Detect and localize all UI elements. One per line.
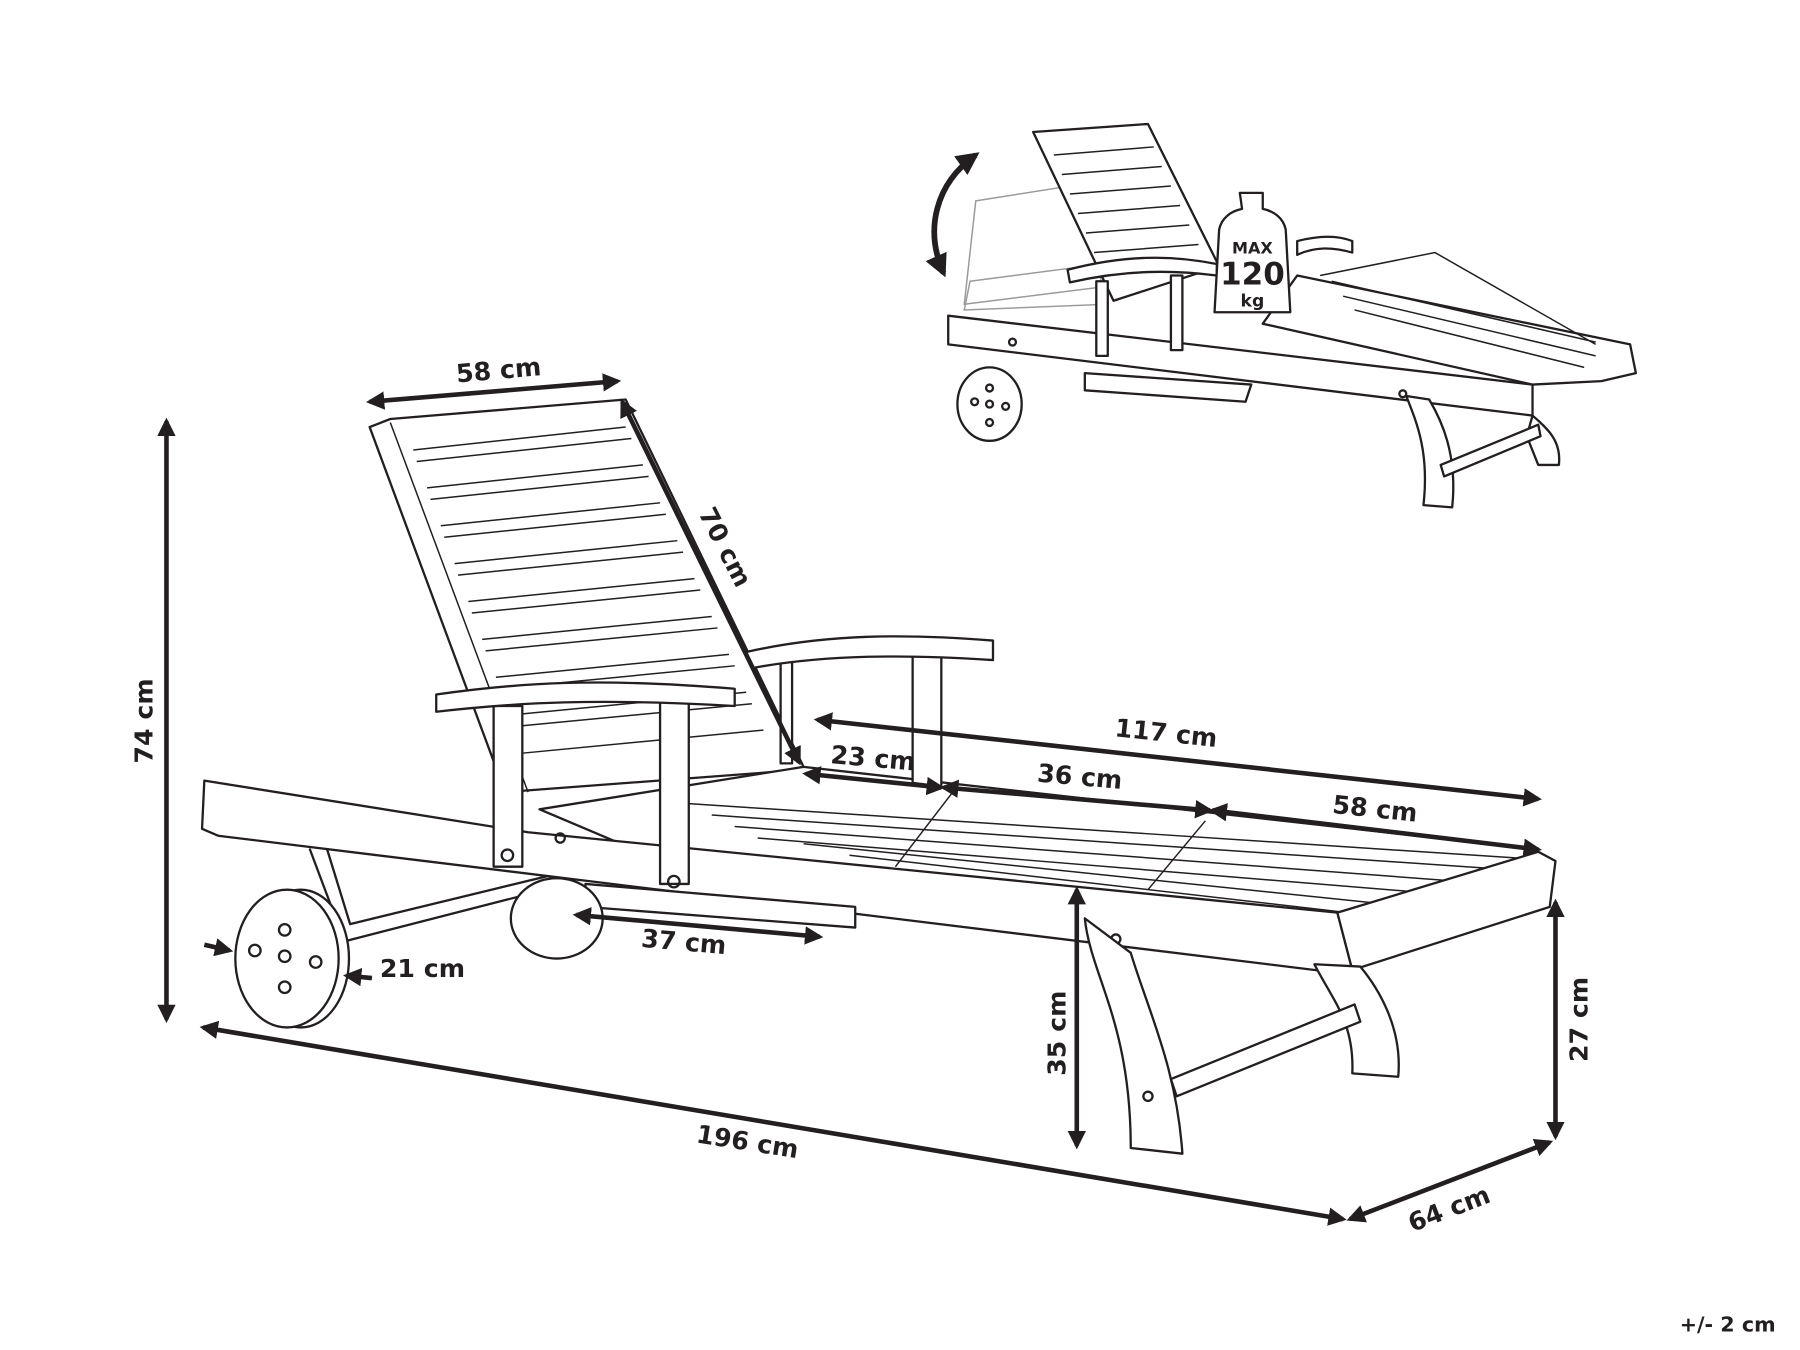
label-seg-1: 23 cm <box>829 740 916 776</box>
label-seg-2: 36 cm <box>1036 759 1123 795</box>
label-tray: 37 cm <box>640 924 727 960</box>
dim-backrest-width <box>365 373 622 410</box>
dim-wheel-right <box>343 967 373 987</box>
inset-drawing: MAX 120 kg <box>925 122 1637 509</box>
dim-tray <box>572 907 824 945</box>
label-seg-3: 58 cm <box>1331 790 1419 828</box>
dim-seg-3 <box>1208 803 1542 857</box>
label-total-height: 74 cm <box>130 678 159 763</box>
label-seat-height: 35 cm <box>1042 991 1071 1076</box>
dim-seg-2 <box>939 779 1214 819</box>
dim-total-width <box>1346 1138 1554 1223</box>
label-wheel: 21 cm <box>380 954 465 983</box>
dimension-labels: 58 cm 70 cm 74 cm 117 cm 23 cm 36 cm 58 … <box>130 352 1776 1336</box>
dim-seg-1 <box>802 766 945 796</box>
label-total-width: 64 cm <box>1404 1180 1494 1238</box>
adjust-backrest-arrow-icon <box>925 152 980 278</box>
front-leg <box>1083 917 1184 1155</box>
dim-total-length <box>199 1020 1347 1226</box>
back-wheel <box>509 877 604 960</box>
weight-max-text: MAX <box>1232 239 1273 258</box>
tolerance-note: +/- 2 cm <box>1680 1313 1776 1337</box>
weight-value-text: 120 <box>1220 257 1285 293</box>
label-seat-length: 117 cm <box>1113 713 1218 753</box>
dim-backrest-length <box>620 398 802 766</box>
dim-wheel-left <box>203 938 234 957</box>
label-backrest-width: 58 cm <box>455 352 542 388</box>
wheel <box>234 888 351 1029</box>
weight-unit-text: kg <box>1241 292 1265 312</box>
label-legrest-height: 27 cm <box>1565 977 1594 1062</box>
weight-icon: MAX 120 kg <box>1213 191 1292 314</box>
dimension-lines <box>157 373 1565 1226</box>
dim-seat-length <box>813 712 1542 807</box>
